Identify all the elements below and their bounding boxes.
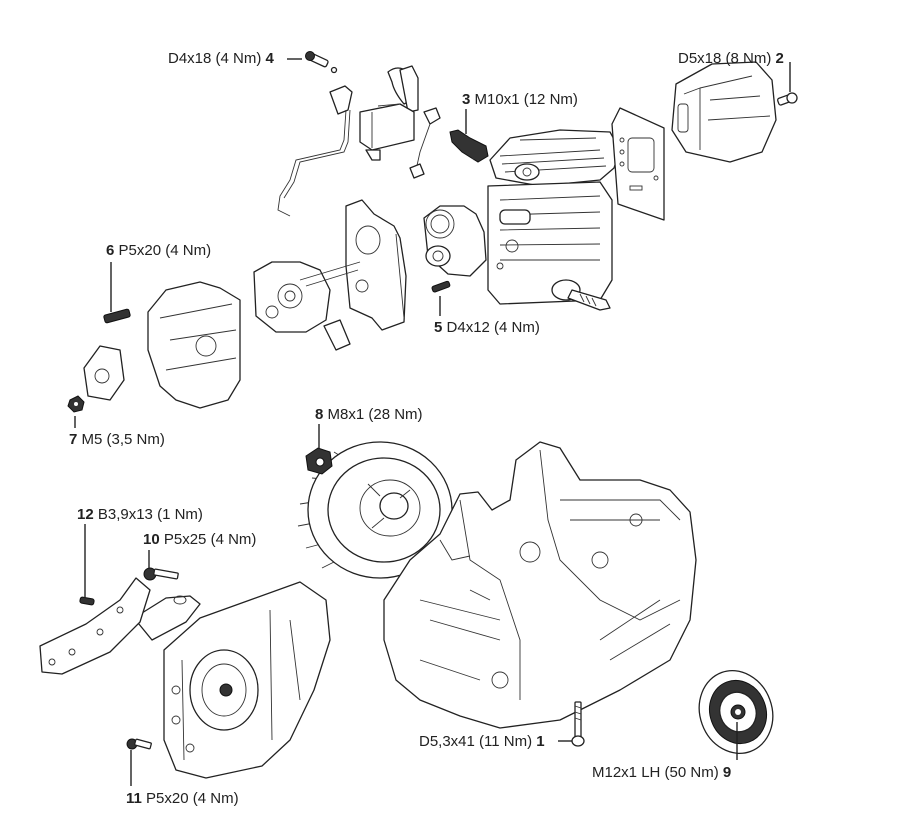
label-fastener-12: 12 B3,9x13 (1 Nm) — [77, 506, 203, 523]
label-fastener-5: 5 D4x12 (4 Nm) — [434, 319, 540, 336]
flywheel — [297, 441, 453, 579]
screw-5-icon — [431, 280, 451, 293]
spark-plug-icon — [449, 129, 489, 163]
screw-11-icon — [126, 738, 152, 750]
label-fastener-6: 6 P5x20 (4 Nm) — [106, 242, 212, 259]
label-fastener-4: D4x18 (4 Nm) 4 — [168, 50, 274, 67]
label-fastener-2: D5x18 (8 Nm) 2 — [678, 50, 784, 67]
ignition-module — [277, 65, 441, 217]
side-plate — [39, 577, 151, 675]
label-fastener-3: 3 M10x1 (12 Nm) — [462, 91, 578, 108]
intake-manifold — [423, 205, 487, 277]
air-filter-housing — [83, 281, 241, 409]
label-fastener-9: M12x1 LH (50 Nm) 9 — [592, 764, 732, 781]
muffler — [671, 61, 777, 163]
carburetor — [253, 261, 361, 351]
nut-7-icon — [67, 395, 85, 413]
screw-4-icon — [305, 51, 338, 74]
screw-12-icon — [79, 596, 95, 606]
label-fastener-8: 8 M8x1 (28 Nm) — [315, 406, 423, 423]
screw-10-icon — [143, 567, 179, 581]
intake-flange — [345, 199, 407, 331]
leader-lines — [74, 58, 791, 786]
label-fastener-11: 11 P5x20 (4 Nm) — [126, 790, 239, 807]
starter-cover — [133, 581, 331, 779]
crankcase — [383, 441, 697, 729]
label-fastener-1: D5,3x41 (11 Nm) 1 — [419, 733, 545, 750]
screw-1-icon — [571, 701, 585, 747]
screw-6-icon — [103, 308, 131, 324]
muffler-gasket — [611, 107, 665, 221]
clutch — [698, 670, 774, 754]
cylinder — [487, 129, 621, 311]
label-fastener-10: 10 P5x25 (4 Nm) — [143, 531, 257, 548]
label-fastener-7: 7 M5 (3,5 Nm) — [69, 431, 165, 448]
screw-2-icon — [777, 92, 798, 106]
nut-8-icon — [305, 447, 333, 475]
